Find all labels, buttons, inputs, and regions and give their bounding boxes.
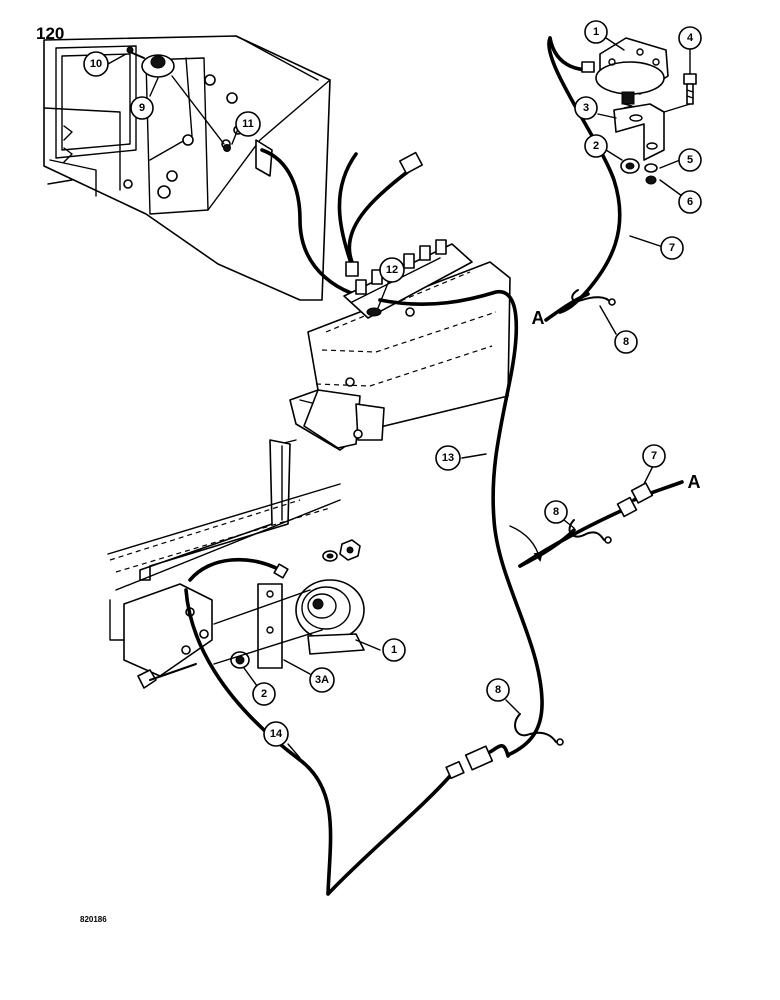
callout-7-top: 7 [660, 236, 684, 260]
callout-11: 11 [235, 111, 261, 137]
callout-8-bottom-label: 8 [495, 684, 501, 696]
nut [223, 144, 231, 152]
callout-3a: 3A [309, 667, 335, 693]
plug-lower [345, 261, 359, 277]
callout-2-bottom: 2 [252, 682, 276, 706]
frame-lower [107, 439, 341, 677]
dash-panel [43, 35, 331, 301]
horn-lower [295, 579, 365, 655]
callout-10: 10 [83, 51, 109, 77]
callout-13: 13 [435, 445, 461, 471]
callout-5-label: 5 [687, 154, 693, 166]
callout-1-top-label: 1 [593, 26, 599, 38]
callout-2-top: 2 [584, 134, 608, 158]
bolt-top [683, 73, 697, 105]
clip-bottom [514, 713, 564, 746]
callout-7-top-label: 7 [669, 242, 675, 254]
callout-9-label: 9 [139, 102, 145, 114]
horn-lower-lead [188, 557, 282, 582]
horn-button [141, 54, 175, 78]
callout-6-label: 6 [687, 196, 693, 208]
screw [126, 46, 145, 59]
wire-mid-loop [518, 528, 576, 568]
fuse-console [289, 239, 511, 451]
callout-13-label: 13 [442, 452, 454, 464]
callout-1-bottom-label: 1 [391, 644, 397, 656]
callout-8-mid: 8 [544, 500, 568, 524]
lockwasher-top [644, 163, 658, 185]
callout-8-bottom: 8 [486, 678, 510, 702]
callout-3a-label: 3A [315, 674, 329, 686]
bracket-top [613, 103, 665, 161]
page-number: 120 [36, 24, 65, 43]
leader-lines [107, 37, 691, 759]
connector-bottom [445, 745, 494, 780]
callout-3-top-label: 3 [583, 102, 589, 114]
clip-top [571, 289, 616, 306]
callout-7-mid: 7 [642, 444, 666, 468]
nut-top [620, 158, 640, 174]
main-harness-wire [378, 290, 544, 757]
horn-top [595, 37, 669, 111]
connector-a-top: A [532, 308, 545, 328]
dash-wire-a [260, 148, 382, 302]
grommet [366, 307, 382, 317]
callout-8-mid-label: 8 [553, 506, 559, 518]
callout-4-label: 4 [687, 32, 694, 44]
clip-mid [568, 519, 612, 544]
connector-a-mid: A [688, 472, 701, 492]
callout-1-top: 1 [584, 20, 608, 44]
bolt-lower [137, 663, 197, 689]
callout-7-mid-label: 7 [651, 450, 657, 462]
wire-to-a-top [544, 292, 590, 322]
callout-5: 5 [678, 148, 702, 172]
callout-2-top-label: 2 [593, 140, 599, 152]
callout-12: 12 [379, 257, 405, 283]
callout-4: 4 [678, 26, 702, 50]
callout-14-label: 14 [270, 728, 283, 740]
nuts-lower [322, 539, 361, 562]
callout-11-label: 11 [242, 118, 254, 130]
dash-wire-c [347, 168, 412, 264]
callout-8-top-label: 8 [623, 336, 629, 348]
plug-upper [398, 151, 424, 175]
callout-1-bottom: 1 [382, 638, 406, 662]
callout-3-top: 3 [574, 96, 598, 120]
callout-12-label: 12 [386, 264, 398, 276]
nut-lower [230, 651, 250, 669]
callout-14: 14 [263, 721, 289, 747]
plug-mid [616, 482, 654, 518]
bracket-plate [257, 583, 283, 669]
lower-harness-wire [184, 588, 452, 896]
figure-code: 820186 [80, 915, 107, 924]
wire-connector-to-clip [488, 743, 510, 758]
callout-2-bottom-label: 2 [261, 688, 267, 700]
callout-8-top: 8 [614, 330, 638, 354]
dash-wire-b [337, 152, 358, 262]
callout-9: 9 [130, 96, 154, 120]
callout-6: 6 [678, 190, 702, 214]
callout-10-label: 10 [90, 58, 102, 70]
